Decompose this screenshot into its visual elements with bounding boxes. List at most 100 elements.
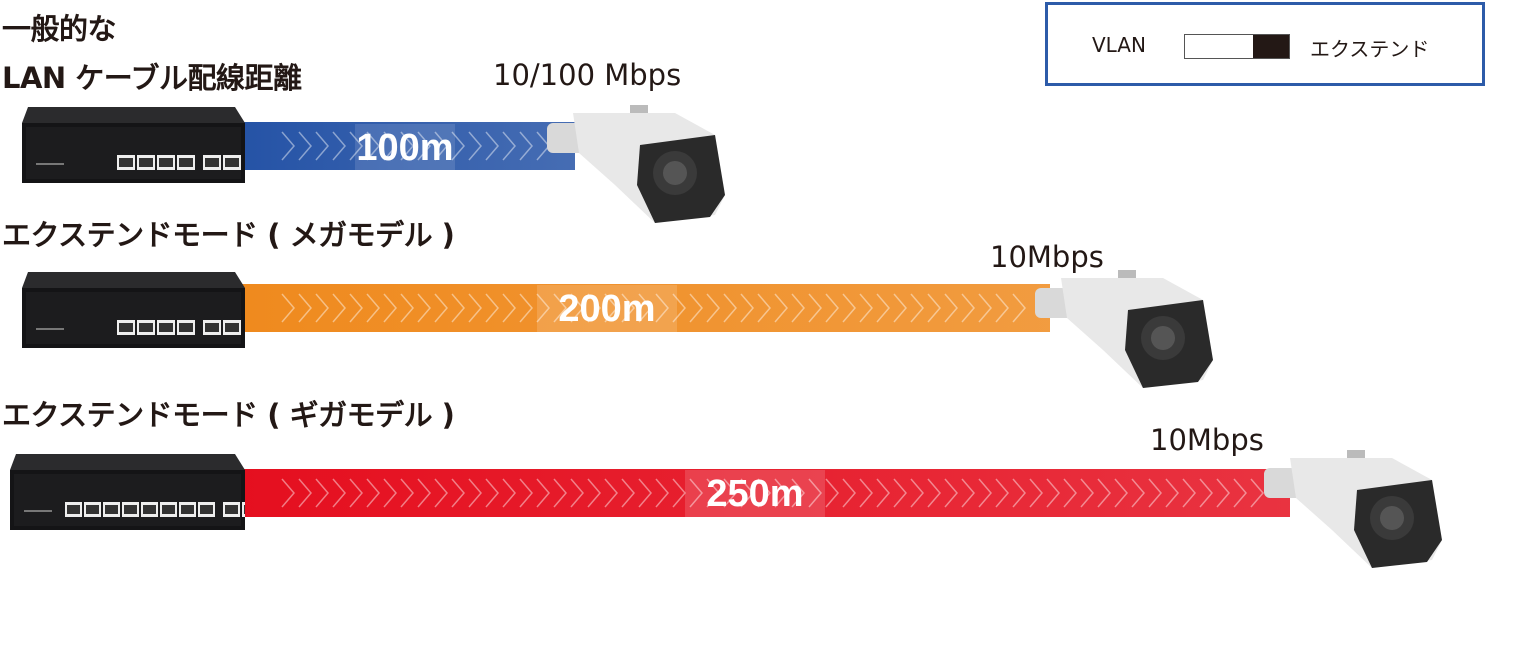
chevron-mark — [400, 478, 414, 508]
chevron-mark — [876, 293, 890, 323]
chevron-mark — [383, 478, 397, 508]
chevron-mark — [587, 478, 601, 508]
chevron-mark — [1080, 478, 1094, 508]
chevron-mark — [621, 293, 635, 323]
distance-label-row2: 200m — [537, 285, 677, 333]
chevron-mark — [1131, 478, 1145, 508]
chevron-mark — [876, 478, 890, 508]
speed-label-row3: 10Mbps — [1150, 423, 1264, 457]
chevron-mark — [859, 293, 873, 323]
gigabit-poe-switch-icon — [10, 452, 259, 536]
chevron-mark — [1012, 478, 1026, 508]
chevron-mark — [859, 478, 873, 508]
bullet-camera-icon — [1033, 270, 1218, 394]
chevron-mark — [978, 293, 992, 323]
cable-band-250m — [240, 469, 1290, 517]
chevron-mark — [689, 293, 703, 323]
chevron-mark — [910, 293, 924, 323]
chevron-mark — [451, 293, 465, 323]
mode-toggle-switch — [1184, 34, 1290, 59]
chevron-mark — [468, 131, 482, 161]
chevron-mark — [723, 293, 737, 323]
chevron-mark — [1216, 478, 1230, 508]
chevron-mark — [757, 293, 771, 323]
chevron-mark — [451, 131, 465, 161]
chevron-mark — [774, 293, 788, 323]
chevron-mark — [417, 478, 431, 508]
chevron-mark — [791, 293, 805, 323]
chevron-mark — [1233, 478, 1247, 508]
bullet-camera-icon — [1262, 450, 1447, 574]
chevron-mark — [570, 478, 584, 508]
chevron-mark — [1114, 478, 1128, 508]
chevron-mark — [995, 478, 1009, 508]
chevron-mark — [281, 131, 295, 161]
heading-general: 一般的な — [2, 12, 117, 46]
chevron-mark — [621, 478, 635, 508]
chevron-mark — [1012, 293, 1026, 323]
chevron-mark — [927, 478, 941, 508]
chevron-mark — [587, 293, 601, 323]
chevron-mark — [978, 478, 992, 508]
chevron-mark — [315, 478, 329, 508]
chevron-mark — [536, 293, 550, 323]
chevron-mark — [519, 478, 533, 508]
cable-band-100m — [240, 122, 575, 170]
chevron-mark — [944, 478, 958, 508]
chevron-mark — [383, 293, 397, 323]
chevron-mark — [366, 478, 380, 508]
chevron-mark — [485, 293, 499, 323]
chevron-mark — [757, 478, 771, 508]
distance-label-row3: 250m — [685, 470, 825, 518]
chevron-mark — [417, 293, 431, 323]
chevron-mark — [672, 478, 686, 508]
chevron-mark — [842, 478, 856, 508]
chevron-mark — [655, 293, 669, 323]
chevron-mark — [332, 131, 346, 161]
chevron-mark — [536, 478, 550, 508]
chevron-mark — [468, 478, 482, 508]
chevron-mark — [740, 293, 754, 323]
chevron-mark — [808, 293, 822, 323]
chevron-mark — [825, 293, 839, 323]
chevron-mark — [1046, 478, 1060, 508]
chevron-mark — [349, 478, 363, 508]
chevron-mark — [1097, 478, 1111, 508]
chevron-mark — [553, 478, 567, 508]
heading-extend-mega: エクステンドモード ( メガモデル ) — [2, 218, 455, 252]
chevron-mark — [502, 293, 516, 323]
chevron-mark — [502, 131, 516, 161]
chevron-mark — [519, 293, 533, 323]
chevron-mark — [689, 478, 703, 508]
chevron-mark — [332, 293, 346, 323]
chevron-mark — [349, 131, 363, 161]
chevron-mark — [434, 293, 448, 323]
chevron-mark — [927, 293, 941, 323]
chevron-mark — [944, 293, 958, 323]
speed-label-row1: 10/100 Mbps — [493, 58, 682, 92]
chevron-mark — [961, 478, 975, 508]
chevron-mark — [553, 293, 567, 323]
mode-legend: VLAN エクステンド — [1045, 2, 1485, 86]
legend-vlan-label: VLAN — [1092, 33, 1146, 57]
chevron-mark — [298, 293, 312, 323]
speed-label-row2: 10Mbps — [990, 240, 1104, 274]
chevron-mark — [332, 478, 346, 508]
toggle-knob — [1253, 35, 1289, 58]
poe-switch-icon — [22, 105, 245, 189]
chevron-mark — [604, 293, 618, 323]
bullet-camera-icon — [545, 105, 730, 229]
chevron-mark — [638, 478, 652, 508]
chevron-mark — [281, 478, 295, 508]
chevron-mark — [893, 293, 907, 323]
chevron-mark — [434, 478, 448, 508]
chevron-mark — [417, 131, 431, 161]
heading-lan-distance: LAN ケーブル配線距離 — [2, 61, 302, 95]
chevron-mark — [400, 293, 414, 323]
chevron-mark — [604, 478, 618, 508]
chevron-mark — [485, 478, 499, 508]
chevron-mark — [349, 293, 363, 323]
chevron-mark — [570, 293, 584, 323]
chevron-mark — [315, 293, 329, 323]
